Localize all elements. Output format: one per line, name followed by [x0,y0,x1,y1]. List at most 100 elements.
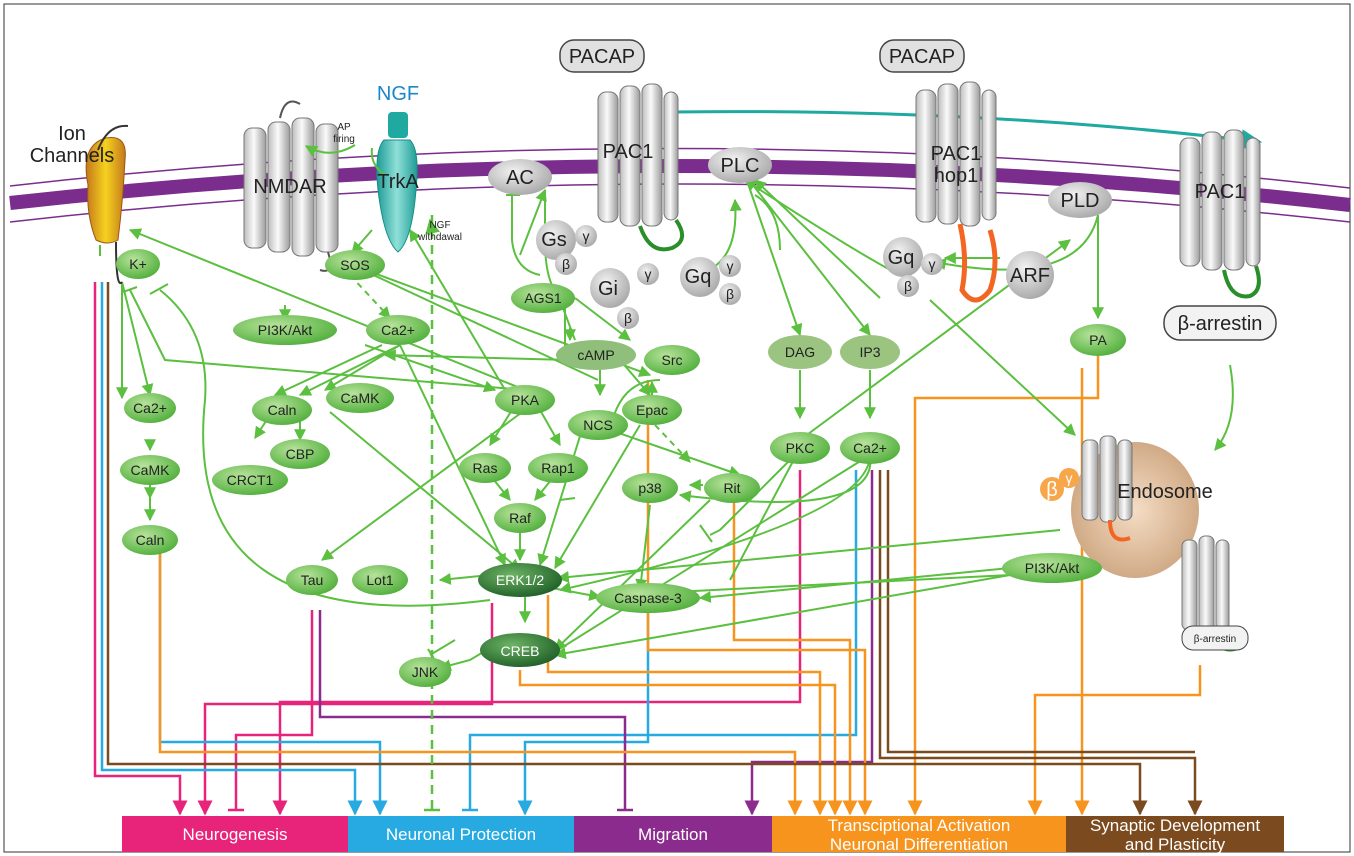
svg-text:β: β [726,286,734,302]
svg-text:AGS1: AGS1 [524,290,562,306]
svg-text:Neurogenesis: Neurogenesis [183,825,288,844]
pi3k-akt-left-node: PI3K/Akt [233,315,337,345]
gs-node [536,220,576,260]
svg-text:JNK: JNK [412,664,439,680]
jnk-node: JNK [399,657,451,687]
svg-text:γ: γ [1066,470,1073,486]
beta-arrestin-small: β-arrestin [1181,625,1249,651]
svg-text:Caln: Caln [268,402,297,418]
src-node: Src [644,345,700,375]
svg-text:Gi: Gi [598,278,618,300]
svg-text:Raf: Raf [509,510,531,526]
endosome [1040,435,1239,652]
plc-node [708,147,772,183]
svg-text:PA: PA [1089,332,1107,348]
svg-text:DAG: DAG [785,344,815,360]
pka-node: PKA [495,385,555,415]
caln-mid-node: Caln [252,395,312,425]
svg-text:γ: γ [727,258,734,274]
transcriptional-activation-bar [772,816,1066,852]
svg-text:Ras: Ras [473,460,498,476]
ncs-node: NCS [568,410,628,440]
svg-text:β-arrestin: β-arrestin [1178,313,1263,335]
svg-text:Neuronal Protection: Neuronal Protection [386,825,536,844]
pkc-node: PKC [770,432,830,464]
svg-text:Caspase-3: Caspase-3 [614,590,682,606]
raf-node: Raf [494,503,546,533]
gq-right-node [883,237,923,277]
svg-text:PLD: PLD [1061,190,1100,212]
lot1-node: Lot1 [352,565,408,595]
svg-text:Ca2+: Ca2+ [853,440,887,456]
p38-node: p38 [622,473,678,503]
svg-text:PACAP: PACAP [569,46,635,68]
pac1-hop1-receptor [915,81,998,303]
tau-node: Tau [286,565,338,595]
ngf-withdrawal-line [424,215,441,812]
cell-membrane [9,147,1351,223]
pac1-receptor-left [597,83,684,252]
trka-receptor [376,112,418,253]
svg-text:β: β [562,256,570,272]
svg-text:CaMK: CaMK [131,462,171,478]
svg-text:Gs: Gs [541,229,567,251]
ngf-label: NGF [377,83,419,105]
svg-text:CaMK: CaMK [341,390,381,406]
pi3k-akt-right-node: PI3K/Akt [1002,553,1102,583]
creb-node: CREB [480,633,560,667]
svg-text:ERK1/2: ERK1/2 [496,572,544,588]
gray-nodes: AC PLC PLD ARF Gs γ β Gi γ β Gq γ β Gq γ… [488,147,1112,501]
svg-text:γ: γ [929,256,936,272]
svg-text:β: β [1046,479,1058,501]
svg-text:PLC: PLC [721,155,760,177]
svg-text:CREB: CREB [501,643,540,659]
svg-text:Migration: Migration [638,825,708,844]
svg-text:β: β [624,310,632,326]
svg-text:PI3K/Akt: PI3K/Akt [1025,560,1080,576]
svg-text:and Plasticity: and Plasticity [1125,835,1226,854]
pac1-left-label: PAC1 [603,141,654,163]
svg-text:Ca2+: Ca2+ [133,400,167,416]
pa-node: PA [1070,324,1126,356]
epac-node: Epac [622,395,682,425]
camk-left-node: CaMK [120,455,180,485]
svg-text:β: β [904,278,912,294]
neurogenesis-bar [122,816,348,852]
svg-text:Lot1: Lot1 [366,572,393,588]
svg-text:Ca2+: Ca2+ [381,322,415,338]
dag-node: DAG [768,335,832,369]
svg-text:Gq: Gq [685,266,712,288]
migration-bar [574,816,772,852]
svg-text:Rit: Rit [723,480,740,496]
svg-text:IP3: IP3 [859,344,880,360]
gq-left-node [680,257,720,297]
neuronal-protection-bar [348,816,574,852]
svg-text:NCS: NCS [583,417,613,433]
svg-text:Tau: Tau [301,572,324,588]
cbp-node: CBP [270,439,330,469]
ags1-node: AGS1 [511,283,575,313]
svg-text:p38: p38 [638,480,662,496]
svg-text:Rap1: Rap1 [541,460,575,476]
svg-text:SOS: SOS [340,257,370,273]
ca-left-node: Ca2+ [124,393,176,423]
sos-node: SOS [325,250,385,280]
endosome-label: Endosome [1117,481,1213,503]
camk-mid-node: CaMK [326,383,394,413]
svg-text:β-arrestin: β-arrestin [1194,634,1236,645]
outcome-arrows [93,282,1203,816]
ca-right-node: Ca2+ [840,432,900,464]
svg-text:ARF: ARF [1010,265,1050,287]
ca-center-node: Ca2+ [366,315,430,345]
ion-channel [85,124,129,285]
svg-text:cAMP: cAMP [577,347,614,363]
svg-text:Src: Src [662,352,683,368]
svg-text:CBP: CBP [286,446,315,462]
nmdar-label: NMDAR [253,176,326,198]
erk-node: ERK1/2 [478,563,562,597]
pld-node [1048,182,1112,218]
